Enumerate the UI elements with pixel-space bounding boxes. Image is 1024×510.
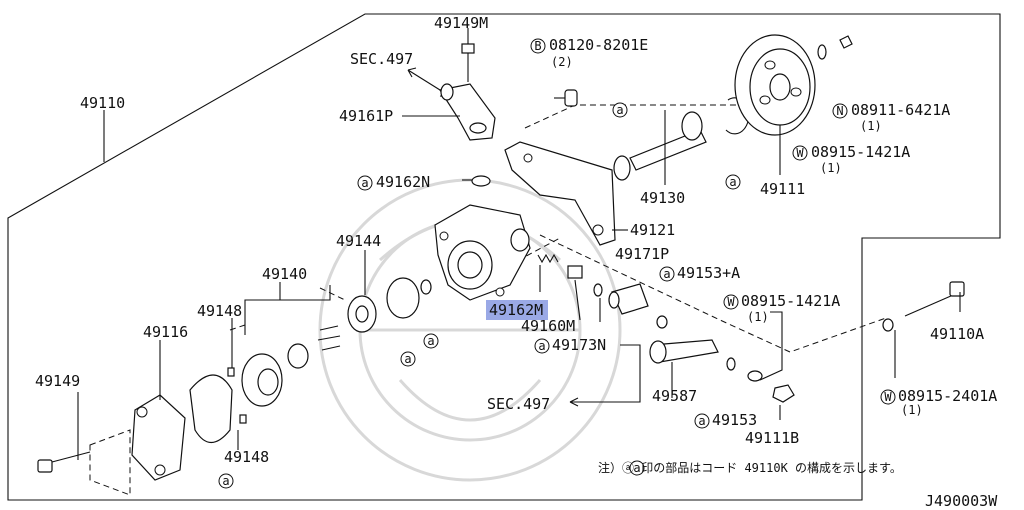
bolt-49149 bbox=[37, 451, 91, 473]
shaft-49130 bbox=[613, 111, 707, 181]
label-sec497-bottom: SEC.497 bbox=[487, 395, 550, 413]
label-nut-qty: (1) bbox=[860, 119, 882, 133]
cover-49116 bbox=[131, 394, 186, 481]
washer-mid bbox=[747, 370, 763, 382]
connector-49171P bbox=[608, 283, 668, 329]
label-bolt-code: 08120-8201E bbox=[549, 36, 648, 54]
label-49144: 49144 bbox=[336, 232, 381, 250]
marker-a: a bbox=[616, 103, 623, 117]
pin-49148-top bbox=[227, 367, 235, 377]
label-sec497-top: SEC.497 bbox=[350, 50, 413, 68]
label-49171P: 49171P bbox=[615, 245, 669, 263]
label-49160M: 49160M bbox=[521, 317, 575, 335]
pulley-49111 bbox=[734, 34, 816, 136]
label-49587: 49587 bbox=[652, 387, 697, 405]
marker-a: a bbox=[404, 352, 411, 366]
diagram-code: J490003W bbox=[925, 492, 998, 510]
marker-letters: B a N W a a a W a a a W a a a bbox=[222, 39, 892, 488]
footnote: 注）ⓐ 印の部品はコード 49110K の構成を示します。 bbox=[598, 460, 902, 475]
bolt-49110A bbox=[904, 281, 965, 317]
nut-and-washer bbox=[817, 35, 853, 60]
label-49111B: 49111B bbox=[745, 429, 799, 447]
label-49130: 49130 bbox=[640, 189, 685, 207]
label-49162N: 49162N bbox=[376, 173, 430, 191]
arrow-sec497-top bbox=[407, 67, 441, 91]
pipe-49587 bbox=[649, 339, 719, 364]
nut-49111B bbox=[772, 384, 795, 403]
marker-a: a bbox=[633, 461, 640, 475]
marker-a: a bbox=[361, 176, 368, 190]
label-washer-code-2: 08915-1421A bbox=[741, 292, 840, 310]
bolt-08120 bbox=[554, 89, 578, 107]
label-49110A: 49110A bbox=[930, 325, 984, 343]
label-49162M: 49162M bbox=[489, 301, 543, 319]
washer-right bbox=[882, 318, 894, 332]
cartridge-49140 bbox=[241, 325, 341, 407]
label-49161P: 49161P bbox=[339, 107, 393, 125]
gasket bbox=[189, 374, 233, 444]
marker-W: W bbox=[796, 146, 804, 160]
bracket-49121 bbox=[504, 141, 616, 246]
oring-49153 bbox=[726, 357, 736, 371]
label-49148-bottom: 49148 bbox=[224, 448, 269, 466]
marker-a: a bbox=[222, 474, 229, 488]
leader-lines bbox=[77, 28, 961, 460]
label-49153: 49153 bbox=[712, 411, 757, 429]
ring-49144 bbox=[347, 277, 432, 333]
marker-a: a bbox=[729, 175, 736, 189]
label-49148-top: 49148 bbox=[197, 302, 242, 320]
oring-49162N bbox=[471, 175, 491, 187]
highlight-49162M bbox=[486, 300, 548, 320]
label-washer-qty-1: (1) bbox=[820, 161, 842, 175]
marker-a: a bbox=[538, 339, 545, 353]
marker-circles bbox=[218, 38, 896, 489]
part-labels: 49110 49149M SEC.497 08120-8201E (2) 089… bbox=[35, 14, 998, 510]
label-washer-qty-2: (1) bbox=[747, 310, 769, 324]
label-49153A: 49153+A bbox=[677, 264, 740, 282]
label-49149: 49149 bbox=[35, 372, 80, 390]
label-49121: 49121 bbox=[630, 221, 675, 239]
label-washer-code-1: 08915-1421A bbox=[811, 143, 910, 161]
valve-spring bbox=[537, 253, 603, 297]
assembly-frame bbox=[7, 13, 1001, 501]
fitting-49161P bbox=[439, 83, 496, 141]
label-49140: 49140 bbox=[262, 265, 307, 283]
marker-N: N bbox=[836, 104, 843, 118]
marker-a: a bbox=[663, 267, 670, 281]
pin-49148-bottom bbox=[239, 414, 247, 424]
marker-a: a bbox=[698, 414, 705, 428]
label-49173N: 49173N bbox=[552, 336, 606, 354]
label-washer-code-3: 08915-2401A bbox=[898, 387, 997, 405]
label-49116: 49116 bbox=[143, 323, 188, 341]
label-nut-code: 08911-6421A bbox=[851, 101, 950, 119]
bolt-49149M bbox=[461, 43, 475, 82]
pump-body bbox=[434, 204, 531, 301]
label-49110: 49110 bbox=[80, 94, 125, 112]
marker-W: W bbox=[884, 390, 892, 404]
marker-W: W bbox=[727, 295, 735, 309]
label-washer-qty-3: (1) bbox=[901, 403, 923, 417]
marker-a: a bbox=[427, 334, 434, 348]
marker-B: B bbox=[534, 39, 541, 53]
label-49111: 49111 bbox=[760, 180, 805, 198]
arrow-sec497-bottom bbox=[569, 397, 579, 407]
label-bolt-qty: (2) bbox=[551, 55, 573, 69]
label-49149M: 49149M bbox=[434, 14, 488, 32]
